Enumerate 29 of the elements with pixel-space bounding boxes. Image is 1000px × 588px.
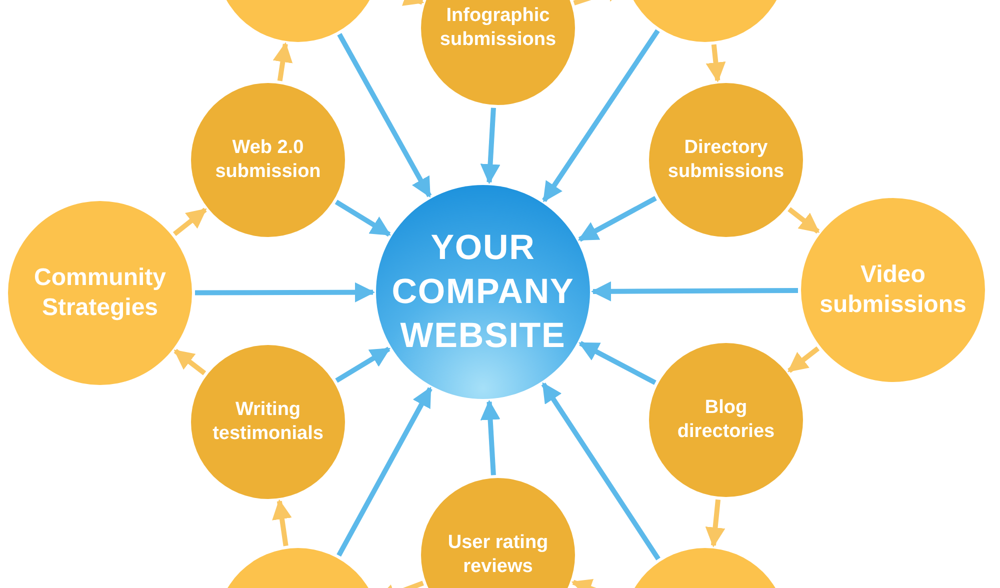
node-label: User rating reviews [446,531,550,579]
node-label: Directory submissions [666,136,786,184]
node-label: Blog directories [676,396,776,444]
node-label: Community Strategies [33,263,167,323]
arrow [706,44,726,82]
arrow [788,346,820,373]
arrow [541,382,660,560]
arrow [705,499,726,548]
arrow [591,281,798,302]
arrow [335,346,391,383]
arrow [480,108,500,184]
arrow [272,42,293,82]
arrow [480,400,500,476]
arrow [337,33,432,198]
node-label: Infographic submissions [438,4,558,52]
node-label: Writing testimonials [212,398,324,446]
arrow [578,341,656,385]
arrow [174,348,206,376]
arrow [788,207,820,234]
node-label: Web 2.0 submission [214,136,322,184]
arrow [334,200,391,237]
arrow [578,196,657,242]
arrow [336,386,432,557]
arrow [272,499,292,546]
arrow [172,208,207,236]
node-label: YOUR COMPANY WEBSITE [390,227,576,357]
arrow [542,29,660,202]
arrow [195,282,375,302]
node-label: Video submissions [818,260,968,320]
